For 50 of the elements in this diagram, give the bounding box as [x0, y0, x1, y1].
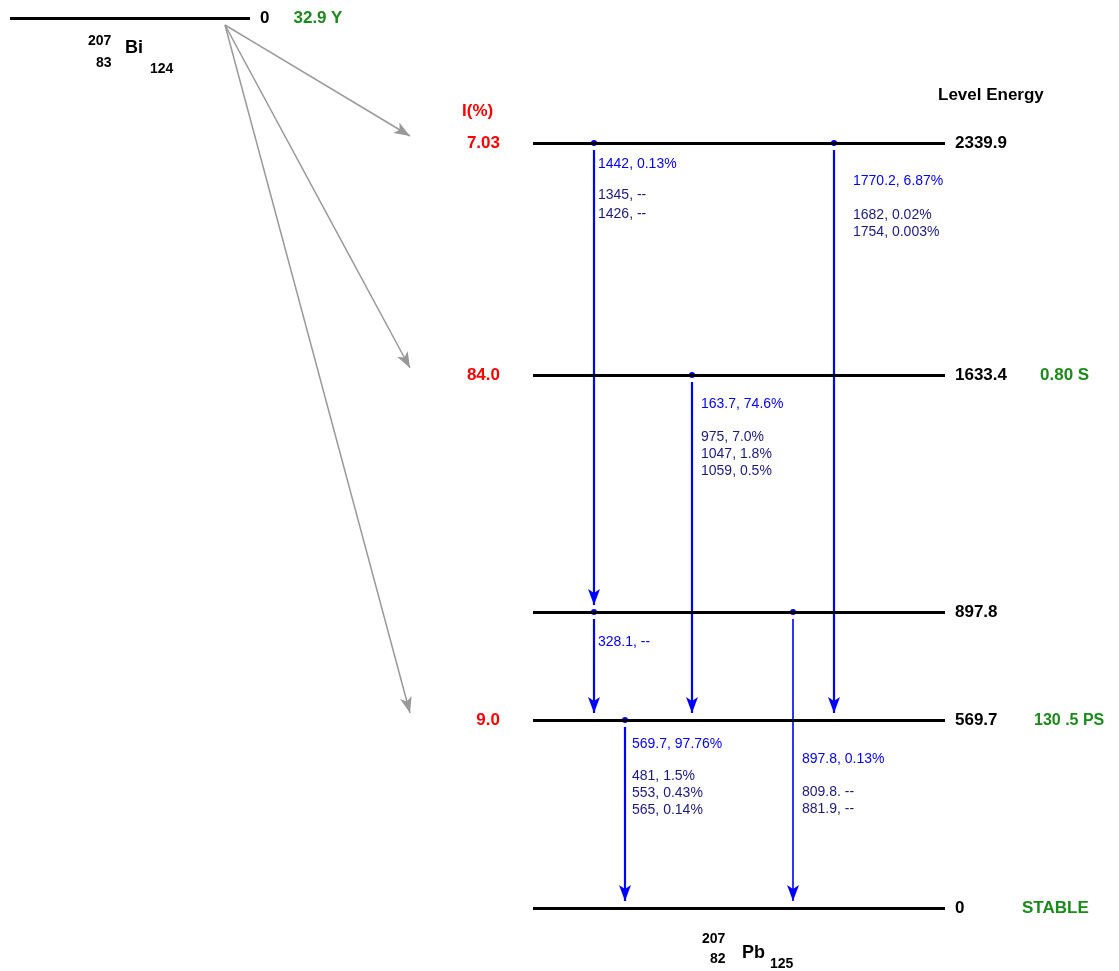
nucleon-number: 124: [150, 60, 174, 76]
nucleon-number: 82: [710, 950, 726, 966]
nucleon-number: 125: [770, 955, 794, 971]
gamma-line-note: 1059, 0.5%: [701, 462, 772, 478]
gamma-line-note: 1754, 0.003%: [853, 223, 940, 239]
gamma-line-note: 1345, --: [598, 186, 647, 202]
gamma-transition-arrow: [686, 372, 698, 713]
gamma-line-note: 1047, 1.8%: [701, 445, 772, 461]
intensity-value: 9.0: [476, 713, 500, 727]
level-energy-value: 569.7: [955, 713, 999, 727]
edge-label: 1442, 0.13%: [598, 155, 677, 171]
decay-arrow: [224, 24, 411, 369]
gamma-transition-arrow: [588, 140, 600, 605]
gamma-transition-arrow: [787, 609, 799, 902]
edge-label: 163.7, 74.6%: [701, 395, 784, 411]
gamma-line-note: 553, 0.43%: [632, 784, 703, 800]
nucleon-number: 207: [702, 930, 726, 946]
edge-label: 569.7, 97.76%: [632, 735, 723, 751]
gamma-line-note: 1682, 0.02%: [853, 206, 932, 222]
half-life-value: 0.80 S: [1040, 368, 1090, 382]
gamma-transition-arrow: [828, 140, 840, 713]
gamma-transition-arrow: [619, 717, 631, 901]
gamma-line-note: 809.8. --: [802, 783, 855, 799]
element-symbol: Pb: [742, 942, 765, 963]
edge-label: 897.8, 0.13%: [802, 750, 885, 766]
column-heading: I(%): [462, 101, 494, 121]
half-life-value: 32.9 Y: [293, 11, 343, 25]
edge-label: 1770.2, 6.87%: [853, 172, 944, 188]
decay-arrow: [224, 24, 412, 714]
nucleon-number: 83: [96, 54, 112, 70]
half-life-value: 130 .5 PS: [1034, 713, 1105, 727]
edge-label: 328.1, --: [598, 633, 651, 649]
column-heading: Level Energy: [938, 85, 1044, 105]
nucleon-number: 207: [88, 32, 112, 48]
level-energy-value: 2339.9: [955, 136, 1008, 150]
gamma-transition-arrow: [588, 609, 600, 713]
level-energy-value: 0: [260, 11, 270, 25]
gamma-line-note: 881.9, --: [802, 800, 855, 816]
decay-arrow: [224, 24, 411, 137]
half-life-value: STABLE: [1022, 901, 1089, 915]
intensity-value: 84.0: [466, 368, 500, 382]
gamma-line-note: 1426, --: [598, 205, 647, 221]
gamma-line-note: 565, 0.14%: [632, 801, 703, 817]
intensity-value: 7.03: [466, 136, 500, 150]
level-energy-value: 0: [955, 901, 966, 915]
level-energy-value: 897.8: [955, 605, 999, 619]
gamma-line-note: 481, 1.5%: [632, 767, 696, 783]
element-symbol: Bi: [125, 37, 143, 58]
gamma-line-note: 975, 7.0%: [701, 428, 765, 444]
level-energy-value: 1633.4: [955, 368, 1008, 382]
